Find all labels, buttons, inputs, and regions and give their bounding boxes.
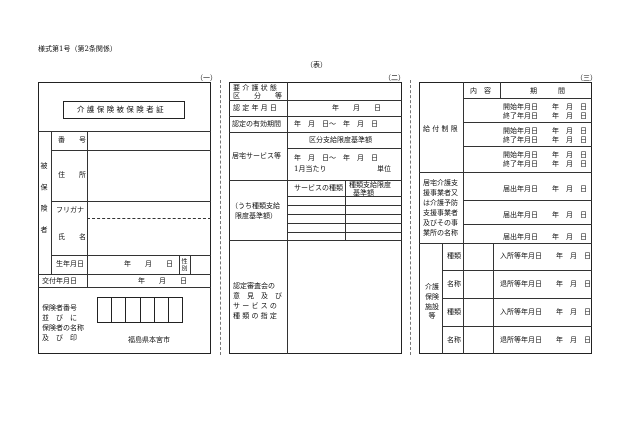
unit-label: 単位: [377, 165, 391, 173]
period-header: 期 間: [530, 87, 565, 95]
certificate-title: 介 護 保 険 被 保 険 者 証: [77, 105, 164, 114]
digit-box: [155, 298, 169, 322]
plan-label-line3: は介護予防: [423, 199, 458, 207]
cert-date-value: 年 月 日: [332, 104, 381, 112]
number-label: 番 号: [58, 136, 86, 144]
insurer-label-line3: 保険者の名称: [42, 324, 84, 332]
issue-date-value: 年 月 日: [138, 277, 187, 285]
panel1-number: （一）: [196, 74, 217, 82]
validity-value: 年 月 日～ 年 月 日: [294, 120, 378, 128]
certificate-title-box: [63, 101, 185, 119]
benefit-limit-label: 給 付 制 限: [423, 125, 458, 133]
end-date-3: 終了年月日 年 月 日: [503, 160, 587, 168]
start-date-3: 開始年月日 年 月 日: [503, 151, 587, 159]
care-level-label-line2: 区 分 等: [233, 92, 282, 100]
opinion-label-line2: 意 見 及 び: [233, 292, 282, 300]
opinion-label-line1: 認定審査会の: [233, 282, 275, 290]
insurer-label-line1: 保険者番号: [42, 304, 77, 312]
content-header: 内 容: [470, 87, 491, 95]
birth-date-value: 年 月 日: [124, 260, 173, 268]
digit-box: [98, 298, 113, 322]
sex-label: 性別: [180, 258, 187, 272]
digit-box: [141, 298, 155, 322]
fold-line-2: [410, 80, 411, 355]
fold-line-1: [220, 80, 221, 355]
name-label: 氏 名: [58, 233, 86, 241]
end-date-2: 終了年月日 年 月 日: [503, 136, 587, 144]
plan-label-line4: 支援事業者: [423, 209, 458, 217]
report-date-3: 届出年月日 年 月 日: [503, 233, 587, 241]
enter-date-2: 入所等年月日 年 月 日: [500, 308, 591, 316]
opinion-label-line4: 種 類 の 指 定: [233, 312, 277, 320]
digit-box: [126, 298, 141, 322]
insurer-name: 福島県本宮市: [128, 336, 170, 344]
care-level-label-line1: 要 介 護 状 態: [233, 84, 277, 92]
facility-kind-1: 種類: [447, 252, 461, 260]
form-number: 様式第1号（第2条関係）: [38, 45, 117, 53]
issue-date-label: 交付年月日: [42, 277, 77, 285]
insurer-number-boxes: [97, 297, 183, 323]
facility-kind-2: 種類: [447, 308, 461, 316]
exit-date-1: 退所等年月日 年 月 日: [500, 280, 591, 288]
enter-date-1: 入所等年月日 年 月 日: [500, 252, 591, 260]
front-label: （表）: [306, 61, 327, 69]
limit-period-value: 年 月 日～ 年 月 日: [294, 154, 378, 162]
sub-limit-label-line1: （うち種類支給: [231, 202, 280, 210]
sub-limit-label-line2: 限度基準額）: [235, 212, 277, 220]
cert-date-label: 認 定 年 月 日: [233, 104, 277, 112]
panel-3: [419, 82, 592, 354]
report-date-2: 届出年月日 年 月 日: [503, 211, 587, 219]
start-date-1: 開始年月日 年 月 日: [503, 103, 587, 111]
facility-name-1: 名称: [447, 280, 461, 288]
validity-label: 認定の有効期間: [232, 120, 281, 128]
insured-label: 被 保 険 者: [40, 162, 48, 239]
insurer-label-line2: 並 び に: [42, 314, 77, 322]
panel3-number: （三）: [576, 74, 597, 82]
birth-label: 生年月日: [56, 260, 84, 268]
facility-name-2: 名称: [447, 336, 461, 344]
plan-label-line5: 及びその事: [423, 219, 458, 227]
insurer-label-line4: 及 び 印: [42, 334, 77, 342]
end-date-1: 終了年月日 年 月 日: [503, 112, 587, 120]
limit-standard-label: 区分支給限度基準額: [309, 136, 372, 144]
start-date-2: 開始年月日 年 月 日: [503, 127, 587, 135]
furigana-label: フリガナ: [56, 206, 84, 214]
service-type-header: サービスの種類: [294, 184, 343, 192]
type-limit-header-line2: 基準額: [353, 189, 374, 197]
opinion-label-line3: サ ー ビ ス の: [233, 302, 277, 310]
address-label: 住 所: [58, 171, 86, 179]
exit-date-2: 退所等年月日 年 月 日: [500, 336, 591, 344]
digit-box: [169, 298, 182, 322]
plan-label-line1: 居宅介護支: [423, 179, 458, 187]
plan-label-line6: 業所の名称: [423, 229, 458, 237]
type-limit-header-line1: 種類支給限度: [349, 181, 391, 189]
report-date-1: 届出年月日 年 月 日: [503, 185, 587, 193]
facility-label: 介護保険施設等: [425, 283, 439, 321]
plan-label-line2: 援事業者又: [423, 189, 458, 197]
per-month-label: 1月当たり: [294, 165, 327, 173]
digit-box: [112, 298, 127, 322]
panel-2: [229, 82, 402, 354]
panel2-number: （二）: [384, 74, 405, 82]
home-service-label: 居宅サービス等: [232, 152, 281, 160]
